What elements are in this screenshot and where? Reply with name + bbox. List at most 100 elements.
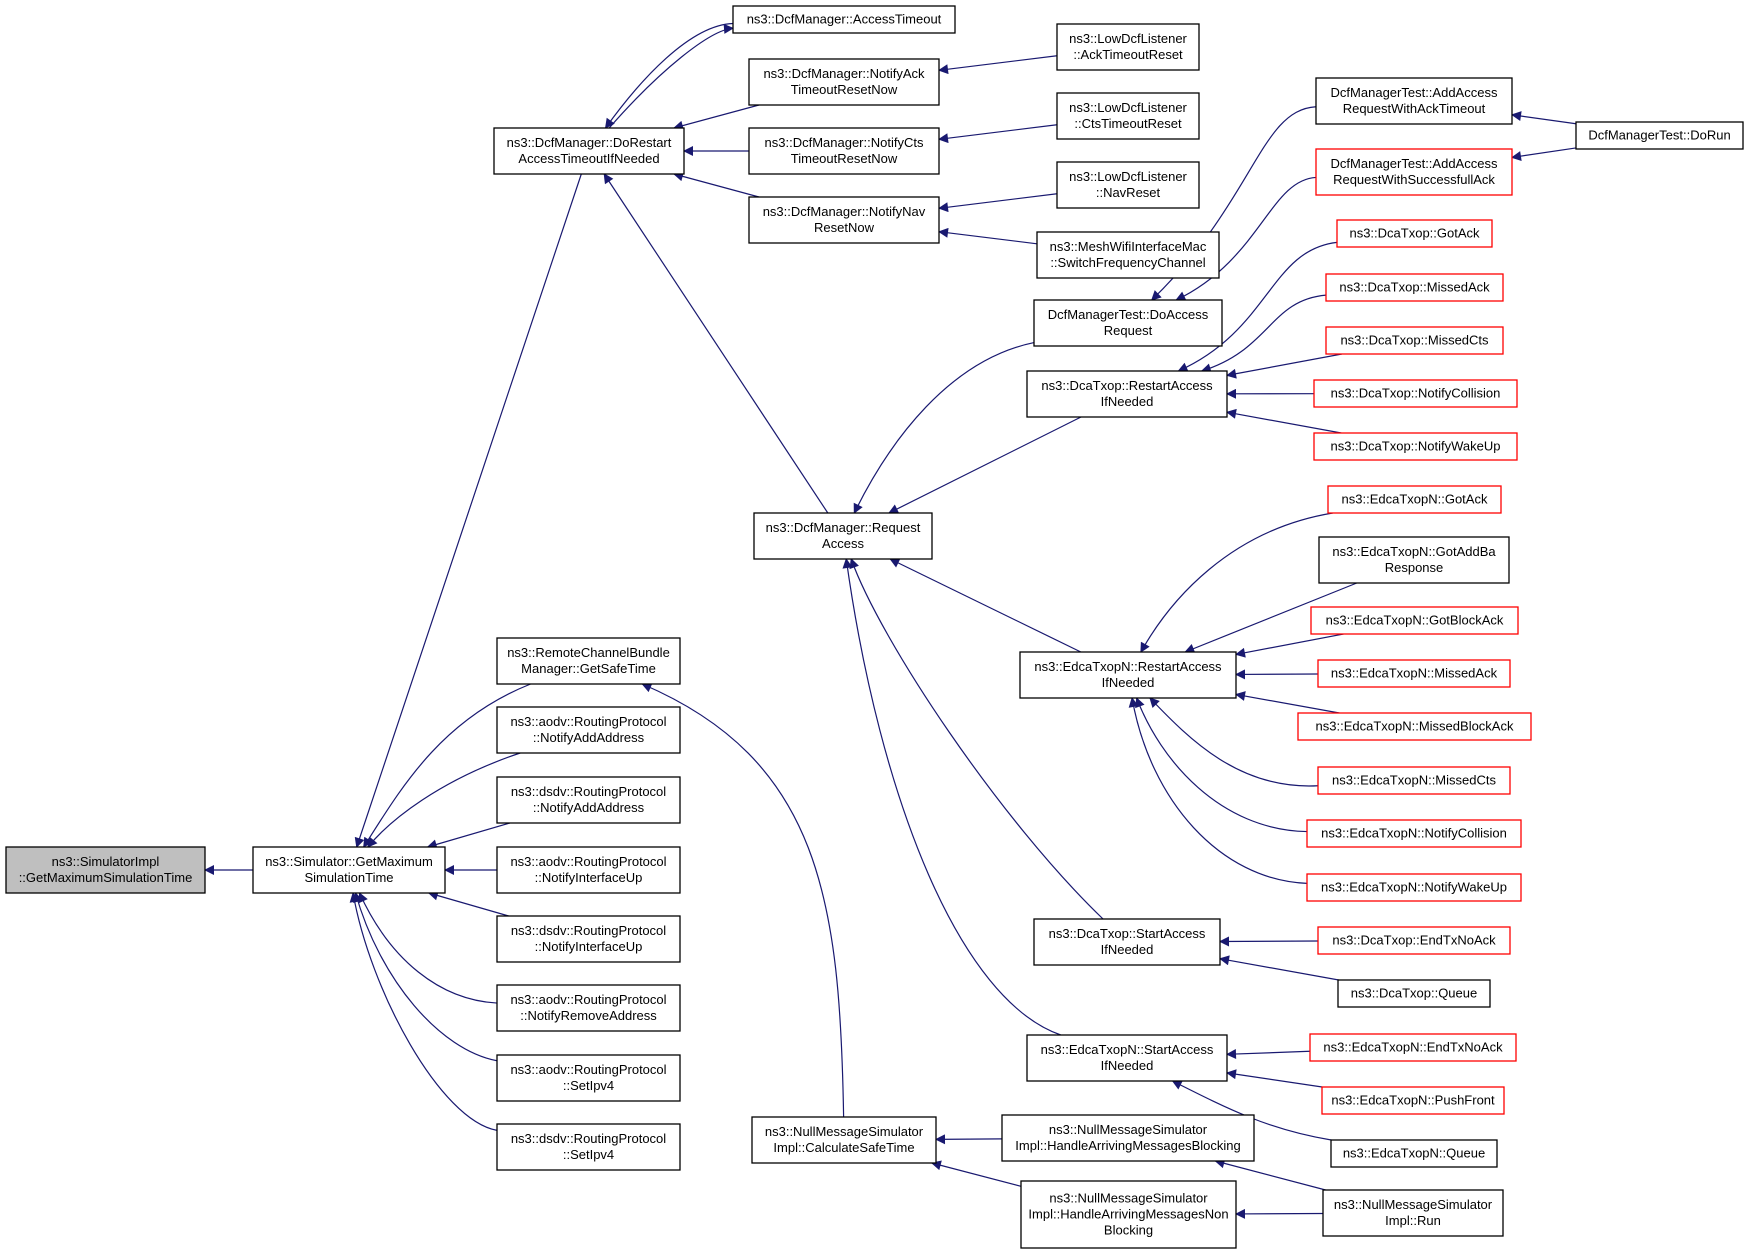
- node-box[interactable]: [748, 127, 940, 175]
- node-edca-gotblockack[interactable]: ns3::EdcaTxopN::GotBlockAck: [1310, 606, 1519, 635]
- node-box[interactable]: [1026, 370, 1228, 418]
- node-edca-pushfront[interactable]: ns3::EdcaTxopN::PushFront: [1321, 1086, 1505, 1115]
- node-nms-calcsafe[interactable]: ns3::NullMessageSimulatorImpl::Calculate…: [751, 1116, 937, 1164]
- node-aodv-addaddr[interactable]: ns3::aodv::RoutingProtocol::NotifyAddAdd…: [496, 706, 681, 754]
- node-low-ack[interactable]: ns3::LowDcfListener::AckTimeoutReset: [1056, 23, 1200, 71]
- node-dca-queue[interactable]: ns3::DcaTxop::Queue: [1337, 979, 1491, 1008]
- node-dcf-dorestart[interactable]: ns3::DcfManager::DoRestartAccessTimeoutI…: [493, 127, 685, 175]
- node-dca-notifycoll[interactable]: ns3::DcaTxop::NotifyCollision: [1313, 379, 1518, 408]
- node-aodv-remove[interactable]: ns3::aodv::RoutingProtocol::NotifyRemove…: [496, 984, 681, 1032]
- node-box[interactable]: [1297, 712, 1532, 741]
- node-box[interactable]: [1575, 121, 1744, 150]
- node-box[interactable]: [1325, 326, 1504, 355]
- node-box[interactable]: [1306, 819, 1522, 848]
- node-box[interactable]: [751, 1116, 937, 1164]
- node-box[interactable]: [1033, 918, 1221, 966]
- node-box[interactable]: [1033, 299, 1223, 347]
- node-box[interactable]: [1309, 1033, 1517, 1062]
- node-dca-missedack[interactable]: ns3::DcaTxop::MissedAck: [1325, 273, 1504, 302]
- node-box[interactable]: [1313, 379, 1518, 408]
- node-box[interactable]: [1325, 273, 1504, 302]
- node-box[interactable]: [1317, 766, 1511, 795]
- node-box[interactable]: [1056, 92, 1200, 140]
- node-dca-notifywake[interactable]: ns3::DcaTxop::NotifyWakeUp: [1313, 432, 1518, 461]
- node-box[interactable]: [496, 637, 681, 685]
- node-box[interactable]: [496, 984, 681, 1032]
- node-dcf-accesstimeout[interactable]: ns3::DcfManager::AccessTimeout: [732, 5, 956, 34]
- node-box[interactable]: [1056, 23, 1200, 71]
- node-box[interactable]: [753, 512, 933, 560]
- node-box[interactable]: [1026, 1034, 1228, 1082]
- node-edca-missedcts[interactable]: ns3::EdcaTxopN::MissedCts: [1317, 766, 1511, 795]
- node-root[interactable]: ns3::SimulatorImpl::GetMaximumSimulation…: [5, 846, 206, 894]
- node-box[interactable]: [1020, 1180, 1237, 1249]
- node-box[interactable]: [496, 915, 681, 963]
- node-edca-notifycoll[interactable]: ns3::EdcaTxopN::NotifyCollision: [1306, 819, 1522, 848]
- node-box[interactable]: [496, 846, 681, 894]
- node-mesh-switch[interactable]: ns3::MeshWifiInterfaceMac::SwitchFrequen…: [1036, 231, 1220, 279]
- node-box[interactable]: [1318, 536, 1510, 584]
- node-box[interactable]: [1001, 1114, 1255, 1162]
- node-box[interactable]: [1306, 873, 1522, 902]
- node-dca-missedcts[interactable]: ns3::DcaTxop::MissedCts: [1325, 326, 1504, 355]
- node-low-nav[interactable]: ns3::LowDcfListener::NavReset: [1056, 161, 1200, 209]
- node-dsdv-ifup[interactable]: ns3::dsdv::RoutingProtocol::NotifyInterf…: [496, 915, 681, 963]
- node-edca-missedack[interactable]: ns3::EdcaTxopN::MissedAck: [1317, 659, 1511, 688]
- node-box[interactable]: [1310, 606, 1519, 635]
- node-box[interactable]: [1315, 77, 1513, 125]
- node-dca-gotack[interactable]: ns3::DcaTxop::GotAck: [1336, 219, 1493, 248]
- node-box[interactable]: [1327, 485, 1502, 514]
- node-box[interactable]: [5, 846, 206, 894]
- node-box[interactable]: [1019, 651, 1237, 699]
- node-edca-queue[interactable]: ns3::EdcaTxopN::Queue: [1330, 1139, 1498, 1168]
- node-box[interactable]: [748, 196, 940, 244]
- node-box[interactable]: [252, 846, 446, 894]
- node-dcftest-addsucc[interactable]: DcfManagerTest::AddAccessRequestWithSucc…: [1315, 148, 1513, 196]
- node-edca-endtx[interactable]: ns3::EdcaTxopN::EndTxNoAck: [1309, 1033, 1517, 1062]
- node-box[interactable]: [496, 1123, 681, 1171]
- node-sim-getmax[interactable]: ns3::Simulator::GetMaximumSimulationTime: [252, 846, 446, 894]
- node-box[interactable]: [1315, 148, 1513, 196]
- node-box[interactable]: [1321, 1086, 1505, 1115]
- node-aodv-setipv4[interactable]: ns3::aodv::RoutingProtocol::SetIpv4: [496, 1054, 681, 1102]
- node-box[interactable]: [1330, 1139, 1498, 1168]
- node-dcf-notifycts[interactable]: ns3::DcfManager::NotifyCtsTimeoutResetNo…: [748, 127, 940, 175]
- node-box[interactable]: [1313, 432, 1518, 461]
- node-box[interactable]: [1337, 979, 1491, 1008]
- node-dsdv-addaddr[interactable]: ns3::dsdv::RoutingProtocol::NotifyAddAdd…: [496, 776, 681, 824]
- node-nms-handlenonblock[interactable]: ns3::NullMessageSimulatorImpl::HandleArr…: [1020, 1180, 1237, 1249]
- node-box[interactable]: [496, 706, 681, 754]
- node-aodv-ifup[interactable]: ns3::aodv::RoutingProtocol::NotifyInterf…: [496, 846, 681, 894]
- node-box[interactable]: [748, 58, 940, 106]
- node-nms-handleblock[interactable]: ns3::NullMessageSimulatorImpl::HandleArr…: [1001, 1114, 1255, 1162]
- node-box[interactable]: [1317, 659, 1511, 688]
- node-box[interactable]: [732, 5, 956, 34]
- node-box[interactable]: [493, 127, 685, 175]
- node-edca-gotack[interactable]: ns3::EdcaTxopN::GotAck: [1327, 485, 1502, 514]
- node-dcf-notifyack[interactable]: ns3::DcfManager::NotifyAckTimeoutResetNo…: [748, 58, 940, 106]
- node-box[interactable]: [1036, 231, 1220, 279]
- node-box[interactable]: [1322, 1189, 1504, 1237]
- node-dca-endtx[interactable]: ns3::DcaTxop::EndTxNoAck: [1317, 926, 1511, 955]
- node-box[interactable]: [496, 1054, 681, 1102]
- node-edca-missedblockack[interactable]: ns3::EdcaTxopN::MissedBlockAck: [1297, 712, 1532, 741]
- node-dsdv-setipv4[interactable]: ns3::dsdv::RoutingProtocol::SetIpv4: [496, 1123, 681, 1171]
- node-box[interactable]: [1056, 161, 1200, 209]
- node-remote-getsafe[interactable]: ns3::RemoteChannelBundleManager::GetSafe…: [496, 637, 681, 685]
- node-edca-notifywake[interactable]: ns3::EdcaTxopN::NotifyWakeUp: [1306, 873, 1522, 902]
- node-box[interactable]: [1317, 926, 1511, 955]
- node-dcftest-addack[interactable]: DcfManagerTest::AddAccessRequestWithAckT…: [1315, 77, 1513, 125]
- node-dcftest-dorun[interactable]: DcfManagerTest::DoRun: [1575, 121, 1744, 150]
- node-low-cts[interactable]: ns3::LowDcfListener::CtsTimeoutReset: [1056, 92, 1200, 140]
- node-box[interactable]: [496, 776, 681, 824]
- node-box[interactable]: [1336, 219, 1493, 248]
